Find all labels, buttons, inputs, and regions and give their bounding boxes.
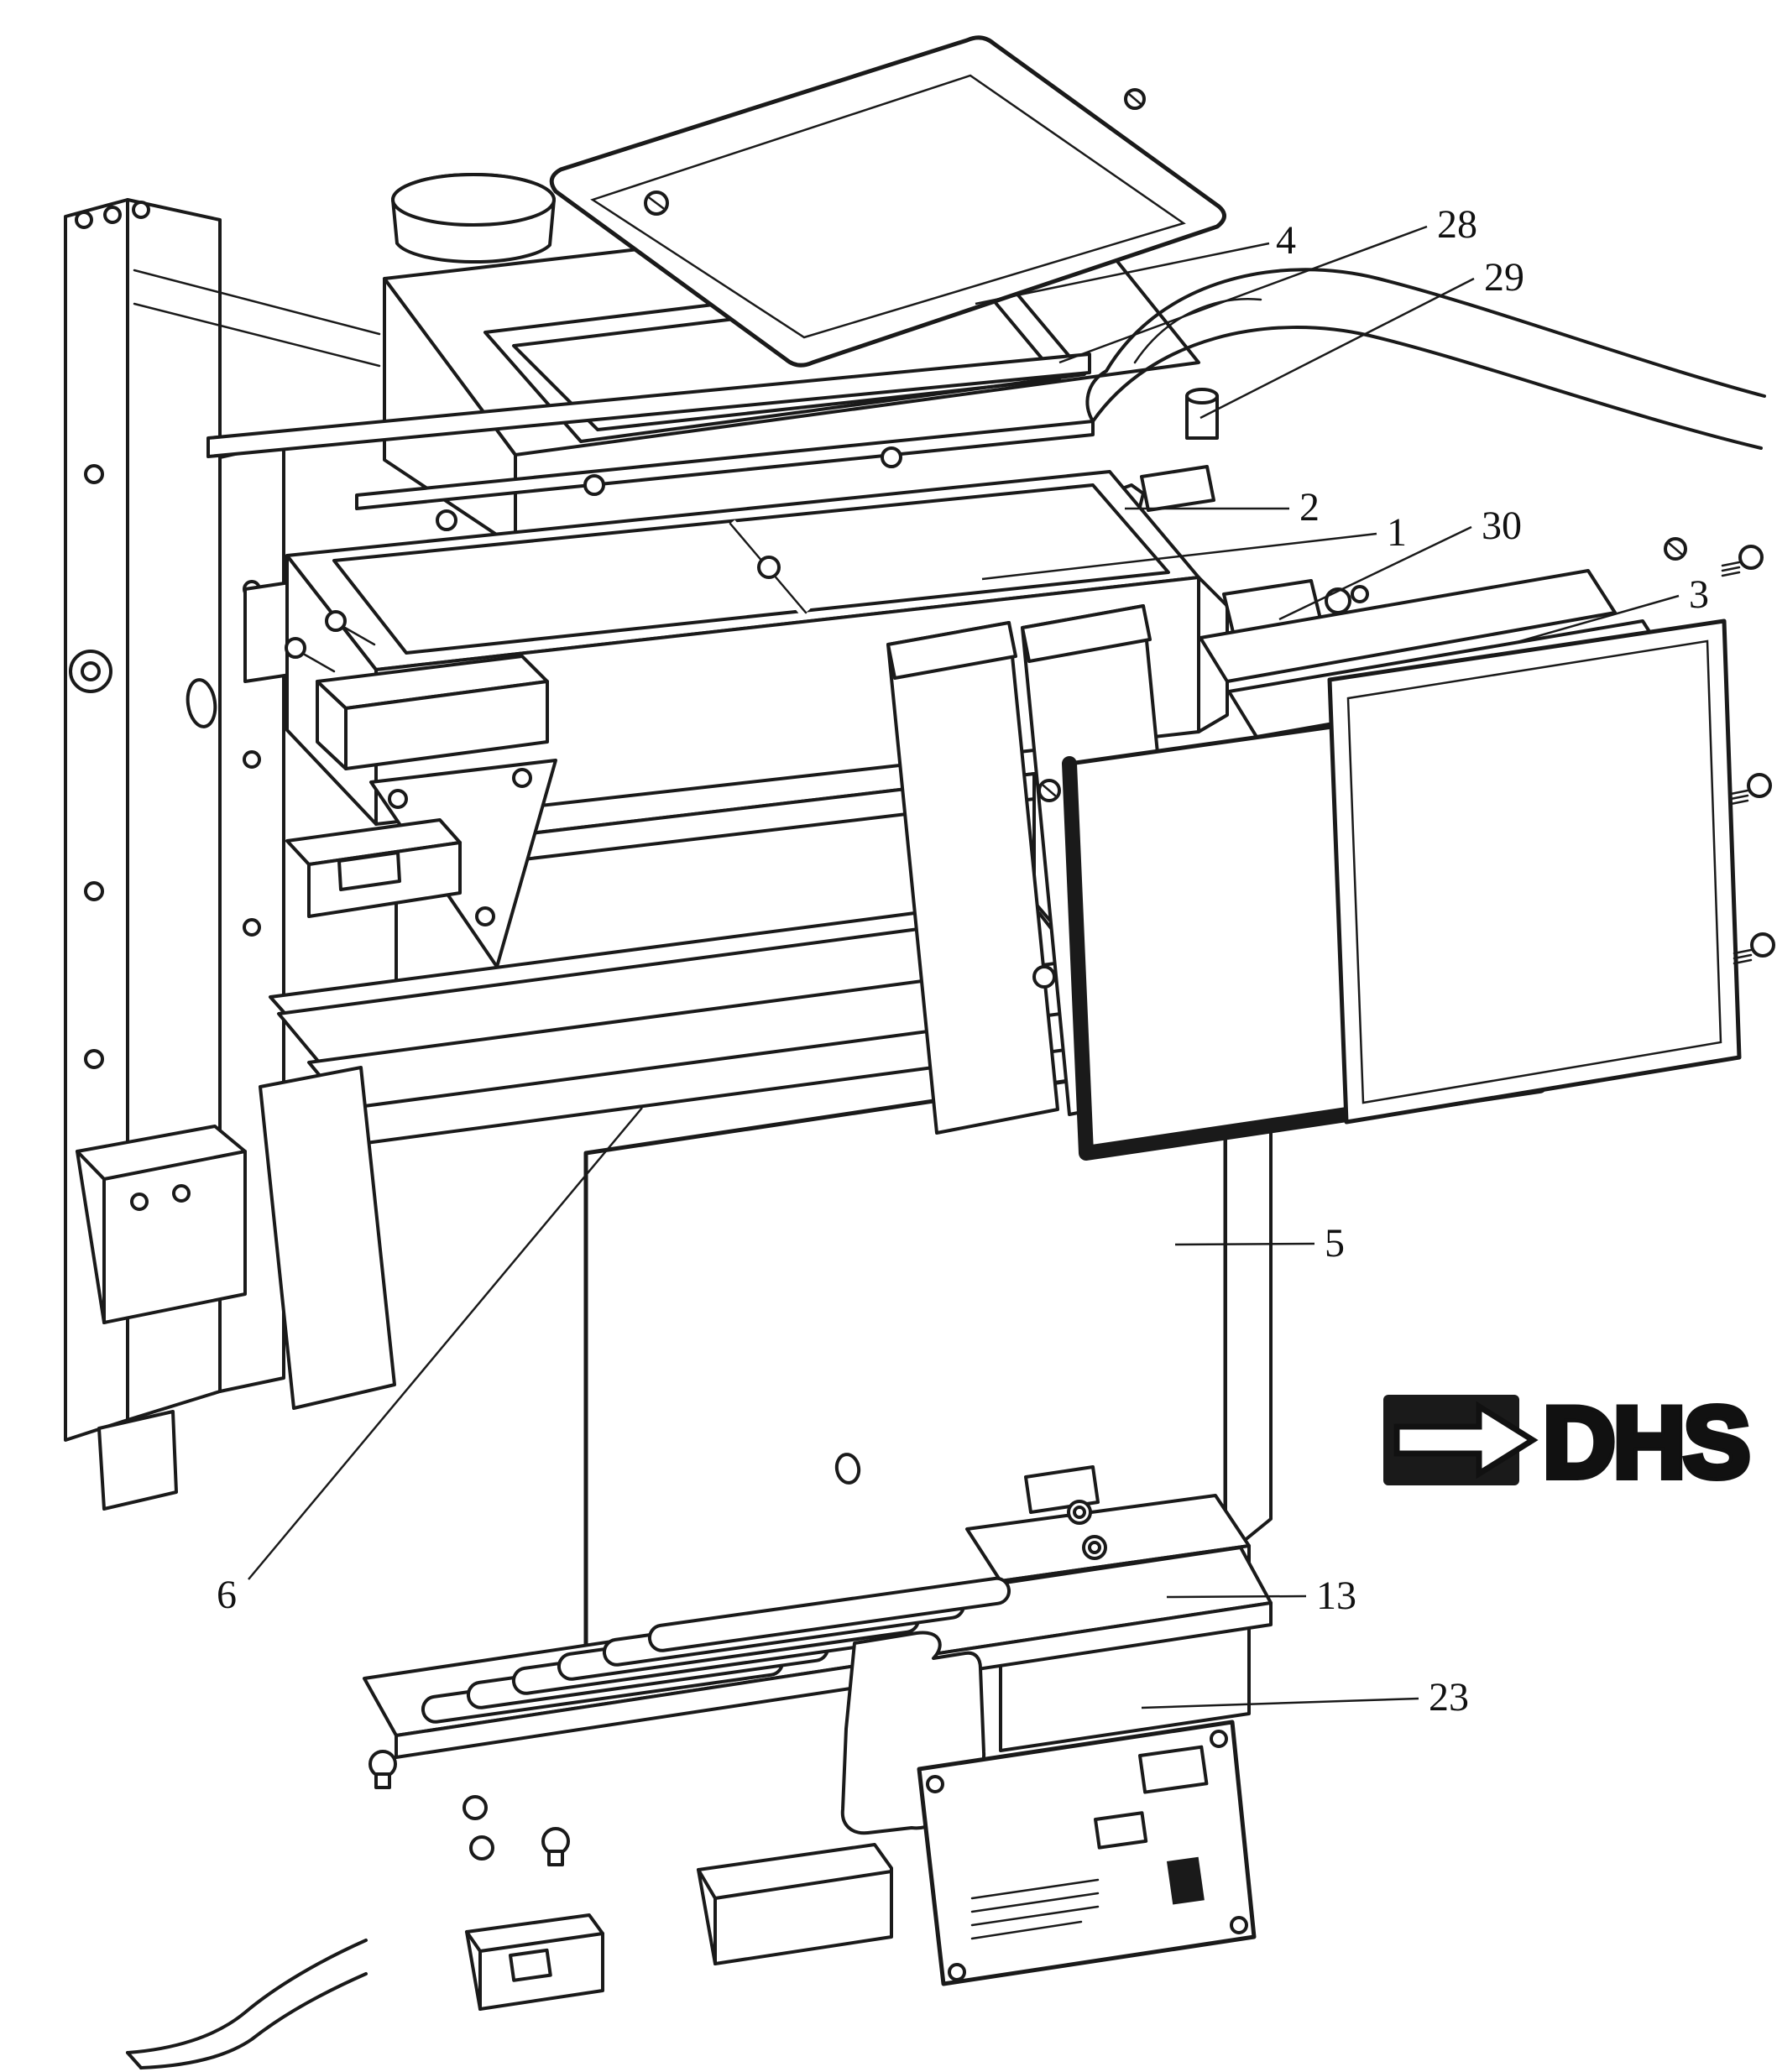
callout-1: 1 [1387, 510, 1407, 555]
callout-30: 30 [1482, 504, 1522, 548]
leader-30 [1278, 525, 1472, 621]
leader-23 [1141, 1697, 1419, 1709]
leader-28 [1058, 225, 1428, 364]
insulation-slab-mid [269, 896, 1137, 1145]
dhs-logo: DHS [1383, 1383, 1753, 1502]
hinge-bracket [1024, 1465, 1107, 1560]
door-fixing-screws [1664, 537, 1775, 965]
grommets [368, 1750, 570, 1866]
leader-29 [1199, 277, 1475, 420]
burner-assembly [363, 1465, 1273, 1866]
callout-6: 6 [217, 1573, 237, 1617]
insulation-slab-left [259, 1066, 396, 1410]
control-box-assembly [285, 655, 557, 968]
callout-5: 5 [1325, 1221, 1345, 1266]
callout-28: 28 [1437, 202, 1477, 247]
leader-4 [975, 242, 1270, 305]
callout-labels: 4 28 29 2 1 30 3 5 6 13 23 [217, 202, 1709, 1720]
control-panel [917, 1720, 1257, 1986]
callout-29: 29 [1484, 255, 1524, 300]
callout-3: 3 [1689, 572, 1709, 617]
supply-cable [126, 1939, 368, 2069]
callout-4: 4 [1276, 218, 1296, 263]
callout-23: 23 [1429, 1675, 1469, 1720]
switch-box [465, 1913, 604, 2011]
burner-rails [421, 1576, 1011, 1724]
leader-1 [981, 532, 1377, 581]
leader-3 [1513, 594, 1680, 645]
callout-13: 13 [1316, 1574, 1356, 1618]
leader-5 [1174, 1242, 1315, 1246]
back-frame-panel [64, 198, 381, 1511]
outer-door-panel [1327, 618, 1742, 1125]
callout-2: 2 [1299, 485, 1320, 530]
logo-wordmark: DHS [1543, 1386, 1748, 1499]
leader-13 [1166, 1594, 1307, 1599]
top-lid-panel [549, 35, 1226, 368]
leader-lines [248, 225, 1680, 1709]
junction-box [76, 1125, 247, 1324]
draught-diverter-fitting [1185, 388, 1219, 440]
leader-6 [248, 1107, 643, 1580]
pilot-box [697, 1843, 893, 1965]
logo-arrow-icon [1393, 1401, 1539, 1480]
